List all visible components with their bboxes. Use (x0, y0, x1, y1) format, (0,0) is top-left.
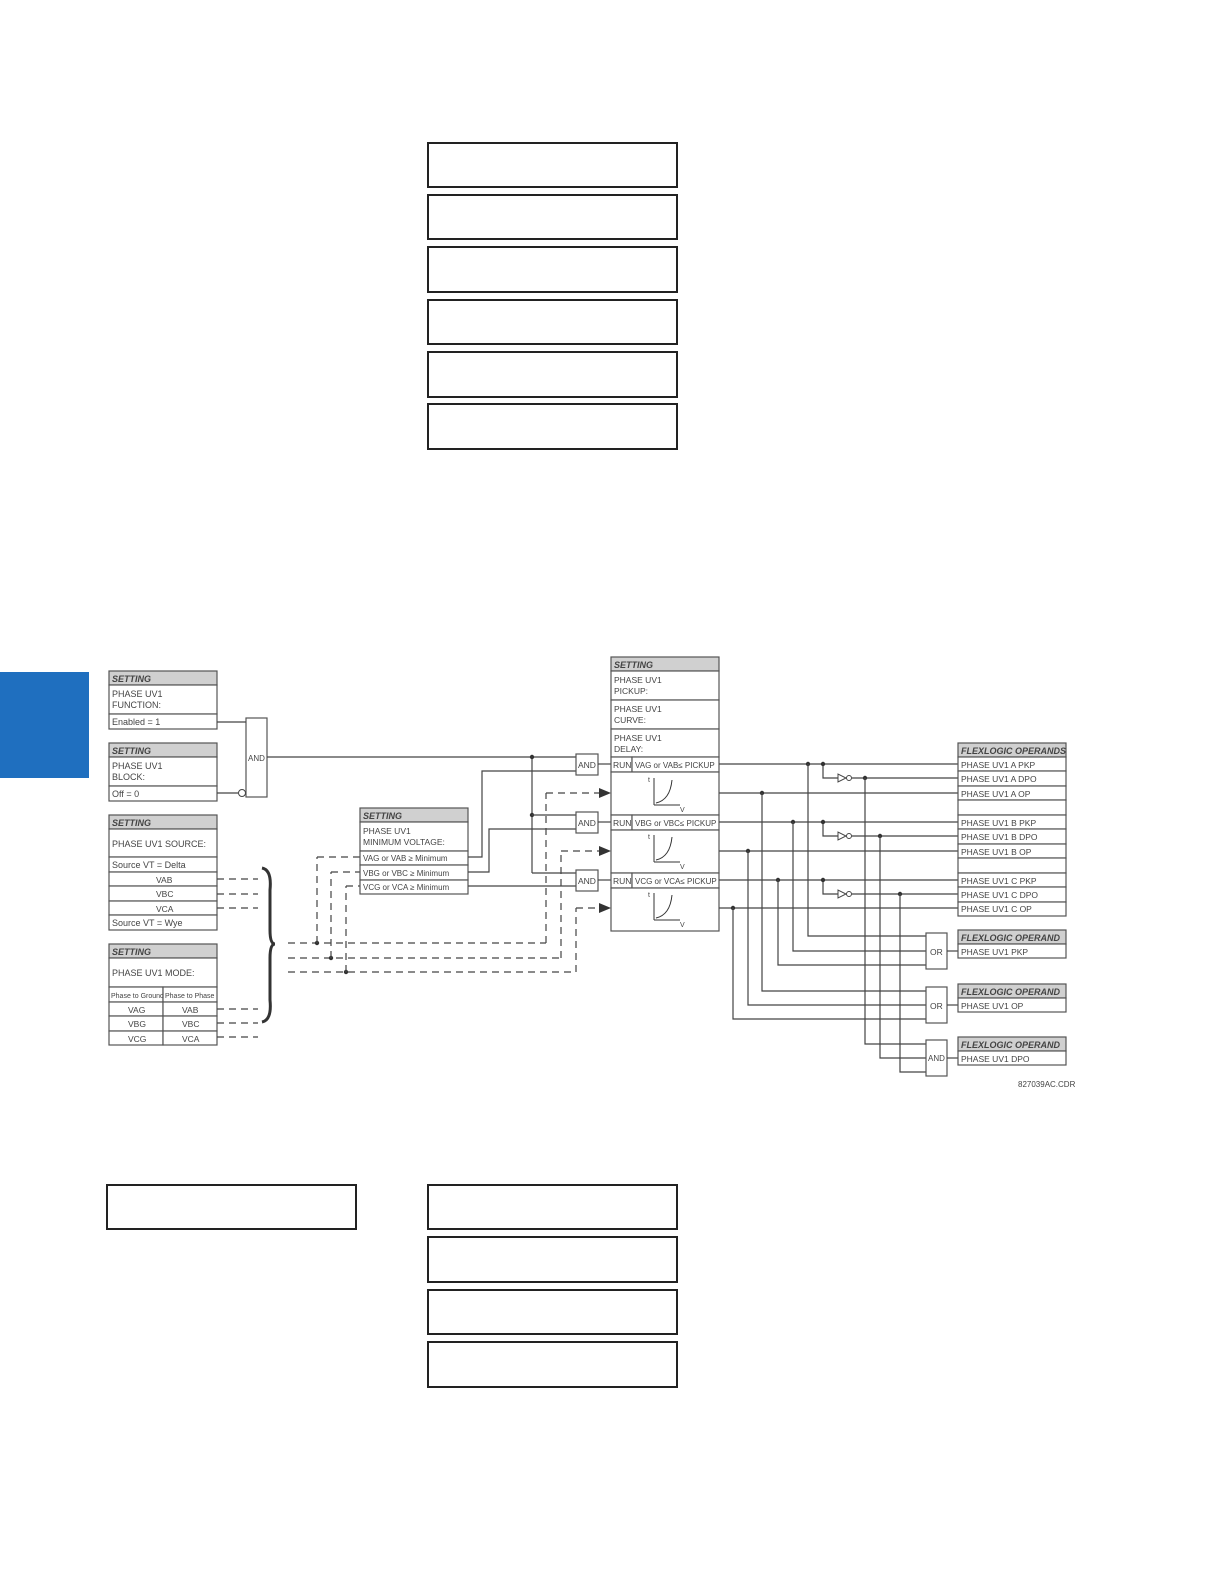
source-vab: VAB (156, 875, 173, 885)
pickup-label-2: PICKUP: (614, 686, 648, 696)
block-value: Off = 0 (112, 789, 139, 799)
curve-t-c: t (648, 892, 650, 899)
empty-box-5 (427, 351, 678, 398)
min-voltage-label-2: MINIMUM VOLTAGE: (363, 837, 445, 847)
source-vbc: VBC (156, 889, 173, 899)
empty-box-4 (427, 299, 678, 345)
source-setting-header: SETTING (112, 818, 151, 828)
and-gate-a: AND (578, 760, 596, 770)
mode-vbg: VBG (128, 1019, 146, 1029)
min-voltage-row-a: VAG or VAB ≥ Minimum (363, 854, 448, 863)
curve-label-2: CURVE: (614, 715, 646, 725)
mode-vca: VCA (182, 1034, 200, 1044)
empty-box-9 (427, 1236, 678, 1283)
source-delta: Source VT = Delta (112, 860, 186, 870)
curve-t-a: t (648, 777, 650, 784)
operand-b-dpo: PHASE UV1 B DPO (961, 832, 1038, 842)
empty-box-11 (427, 1341, 678, 1388)
mode-setting-header: SETTING (112, 947, 151, 957)
empty-box-10 (427, 1289, 678, 1335)
empty-box-7 (106, 1184, 357, 1230)
block-label-1: PHASE UV1 (112, 761, 163, 771)
operand-c-op: PHASE UV1 C OP (961, 904, 1032, 914)
mode-vcg: VCG (128, 1034, 146, 1044)
flexlogic-operand-header-dpo: FLEXLOGIC OPERAND (961, 1040, 1061, 1050)
operand-c-dpo: PHASE UV1 C DPO (961, 890, 1038, 900)
function-value: Enabled = 1 (112, 717, 160, 727)
operand-dpo: PHASE UV1 DPO (961, 1054, 1030, 1064)
source-label: PHASE UV1 SOURCE: (112, 839, 206, 849)
operand-op: PHASE UV1 OP (961, 1001, 1024, 1011)
curve-label-1: PHASE UV1 (614, 704, 662, 714)
operand-a-pkp: PHASE UV1 A PKP (961, 760, 1036, 770)
empty-box-3 (427, 246, 678, 293)
or-gate-op: OR (930, 1001, 943, 1011)
operand-a-dpo: PHASE UV1 A DPO (961, 774, 1037, 784)
source-vca: VCA (156, 904, 174, 914)
mode-label: PHASE UV1 MODE: (112, 968, 195, 978)
and-gate-b: AND (578, 818, 596, 828)
and-gate-1: AND (248, 754, 265, 763)
empty-box-8 (427, 1184, 678, 1230)
block-setting-header: SETTING (112, 746, 151, 756)
empty-box-1 (427, 142, 678, 188)
curve-v-c: V (680, 922, 685, 929)
block-label-2: BLOCK: (112, 772, 145, 782)
flexlogic-operand-header-op: FLEXLOGIC OPERAND (961, 987, 1061, 997)
condition-b: VBG or VBC≤ PICKUP (635, 819, 716, 828)
min-voltage-label-1: PHASE UV1 (363, 826, 411, 836)
delay-label-1: PHASE UV1 (614, 733, 662, 743)
empty-box-6 (427, 403, 678, 450)
figure-id: 827039AC.CDR (1018, 1080, 1076, 1089)
delay-label-2: DELAY: (614, 744, 643, 754)
mode-col2: Phase to Phase (165, 993, 215, 1000)
run-b: RUN (613, 818, 631, 828)
function-label-2: FUNCTION: (112, 700, 161, 710)
or-gate-pkp: OR (930, 947, 943, 957)
operand-c-pkp: PHASE UV1 C PKP (961, 876, 1037, 886)
min-voltage-row-b: VBG or VBC ≥ Minimum (363, 869, 450, 878)
curve-v-b: V (680, 864, 685, 871)
phase-uv1-logic-diagram: SETTING PHASE UV1 FUNCTION: Enabled = 1 … (108, 656, 1076, 1089)
mode-vbc: VBC (182, 1019, 199, 1029)
run-c: RUN (613, 876, 631, 886)
min-voltage-setting-header: SETTING (363, 811, 402, 821)
function-label-1: PHASE UV1 (112, 689, 163, 699)
operand-pkp: PHASE UV1 PKP (961, 947, 1028, 957)
min-voltage-row-c: VCG or VCA ≥ Minimum (363, 883, 450, 892)
mode-col1: Phase to Ground (111, 993, 164, 1000)
mode-vag: VAG (128, 1005, 145, 1015)
condition-a: VAG or VAB≤ PICKUP (635, 761, 715, 770)
and-gate-c: AND (578, 876, 596, 886)
curve-v-a: V (680, 807, 685, 814)
flexlogic-operands-header: FLEXLOGIC OPERANDS (961, 746, 1066, 756)
operand-b-op: PHASE UV1 B OP (961, 847, 1032, 857)
mode-vab: VAB (182, 1005, 199, 1015)
and-gate-dpo: AND (928, 1054, 945, 1063)
main-setting-header: SETTING (614, 660, 653, 670)
empty-box-2 (427, 194, 678, 240)
curve-t-b: t (648, 834, 650, 841)
chapter-tab (0, 672, 89, 778)
source-wye: Source VT = Wye (112, 918, 183, 928)
operand-a-op: PHASE UV1 A OP (961, 789, 1031, 799)
condition-c: VCG or VCA≤ PICKUP (635, 877, 717, 886)
flexlogic-operand-header-pkp: FLEXLOGIC OPERAND (961, 933, 1061, 943)
pickup-label-1: PHASE UV1 (614, 675, 662, 685)
run-a: RUN (613, 760, 631, 770)
function-setting-header: SETTING (112, 674, 151, 684)
operand-b-pkp: PHASE UV1 B PKP (961, 818, 1036, 828)
